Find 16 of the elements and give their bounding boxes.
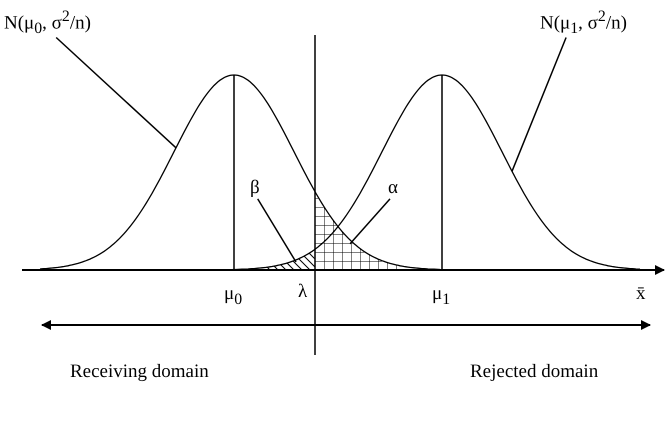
error-symbol: β: [250, 178, 260, 199]
axis-title: x̄: [636, 284, 646, 305]
domain-label: Rejected domain: [470, 362, 598, 383]
axis-label: μ$_{0}$: [224, 284, 242, 308]
error-symbol: α: [388, 178, 398, 199]
leader-line: [349, 198, 391, 244]
distribution-label: N(μ$_{0}$, σ$^{2}$/n): [4, 8, 91, 38]
leader-line: [56, 36, 176, 148]
axis-label: λ: [298, 282, 308, 303]
normal-curve: [232, 74, 640, 270]
domain-label: Receiving domain: [70, 362, 209, 383]
leader-line: [511, 37, 567, 172]
normal-curve: [40, 74, 440, 270]
axis-label: μ$_{1}$: [432, 284, 450, 308]
leader-line: [257, 198, 297, 262]
distribution-label: N(μ$_{1}$, σ$^{2}$/n): [540, 8, 627, 38]
